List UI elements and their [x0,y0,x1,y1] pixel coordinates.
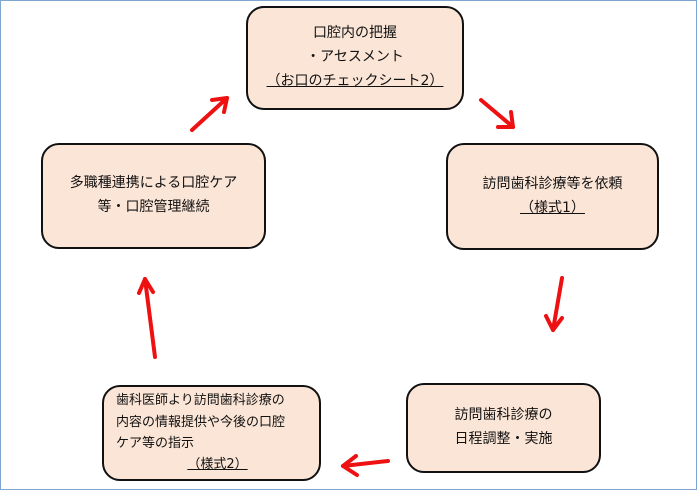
instruction-box: 歯科医師より訪問歯科診療の 内容の情報提供や今後の口腔 ケア等の指示 （様式2） [102,385,321,481]
arrow-schedule-to-instruction [341,454,390,477]
instruction-form: （様式2） [187,457,248,473]
request-form: （様式1） [520,199,585,216]
request-box: 訪問歯科診療等を依頼 （様式1） [446,143,659,250]
schedule-line-1: 訪問歯科診療の [454,407,553,424]
arrow-request-to-schedule [544,276,564,332]
instruction-line-1: 歯科医師より訪問歯科診療の [116,393,285,409]
continuation-line-1: 多職種連携による口腔ケア [69,175,238,192]
assessment-line-1: 口腔内の把握 [313,25,397,42]
assessment-form: （お口のチェックシート2） [266,72,444,89]
continuation-box: 多職種連携による口腔ケア 等・口腔管理継続 [41,143,266,249]
schedule-line-2: 日程調整・実施 [454,431,553,447]
assessment-line-2: ・アセスメント [306,49,404,66]
arrow-continuation-to-assessment [190,96,229,132]
continuation-line-2: 等・口腔管理継続 [97,199,210,215]
instruction-line-2: 内容の情報提供や今後の口腔 [116,414,286,430]
arrow-assessment-to-request [479,98,515,129]
request-line-1: 訪問歯科診療等を依頼 [482,175,623,192]
assessment-box: 口腔内の把握 ・アセスメント （お口のチェックシート2） [246,6,464,110]
instruction-line-3: ケア等の指示 [116,436,195,451]
arrow-instruction-to-continuation [137,277,157,359]
schedule-box: 訪問歯科診療の 日程調整・実施 [406,383,601,473]
